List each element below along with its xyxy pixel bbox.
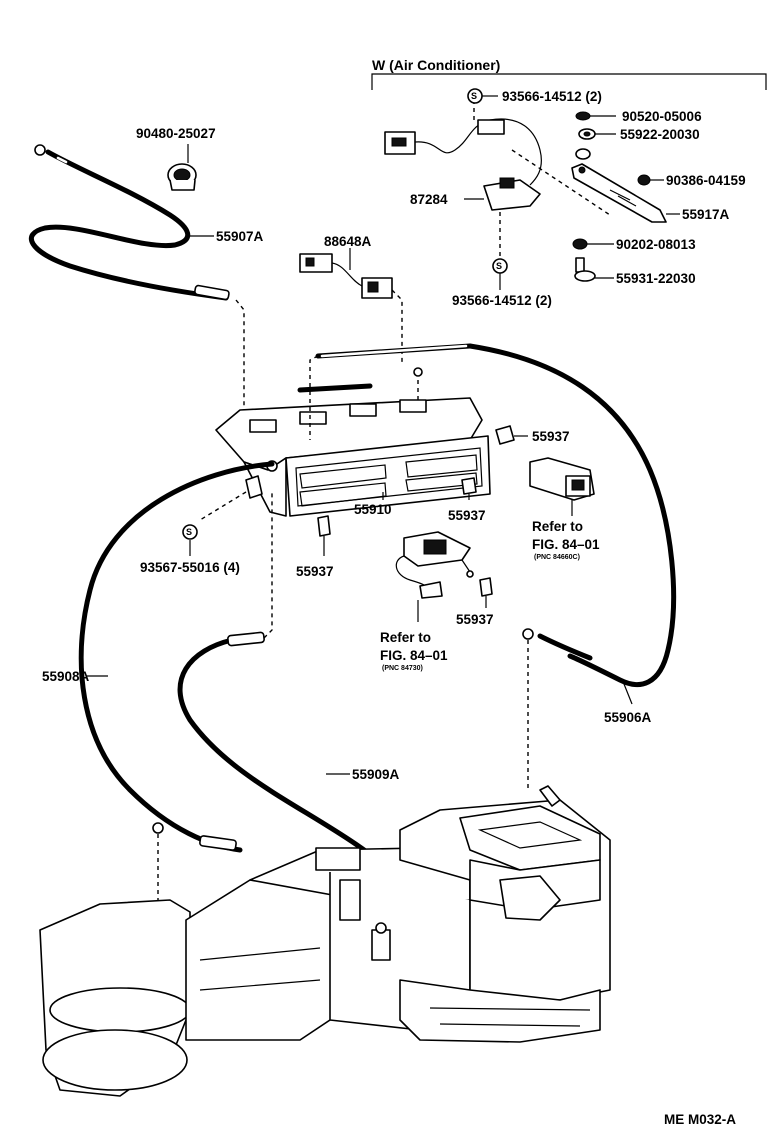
connector-88648A (299, 253, 403, 365)
label-55910: 55910 (354, 502, 392, 517)
footer-drawing-code: ME M032-A (664, 1112, 736, 1127)
heater-unit-assembly (39, 785, 611, 1097)
label-88648A: 88648A (324, 234, 372, 249)
label-pnc-84730: (PNC 84730) (382, 665, 423, 672)
label-refer-to-1: Refer to (532, 519, 583, 534)
label-55937-b: 55937 (448, 508, 486, 523)
bulb-socket-ref-84660C (529, 457, 595, 516)
svg-text:S: S (186, 527, 192, 537)
label-55937-a: 55937 (532, 429, 570, 444)
label-55917A: 55917A (682, 207, 730, 222)
svg-text:S: S (496, 261, 502, 271)
label-93567-55016: 93567-55016 (4) (140, 560, 240, 575)
part-labels: 90480-25027 55907A 88648A 93566-14512 (2… (42, 89, 746, 1127)
leader-lines (86, 95, 680, 775)
label-55909A: 55909A (352, 767, 400, 782)
label-87284: 87284 (410, 192, 448, 207)
ac-section-bracket: W (Air Conditioner) (371, 57, 767, 90)
cable-55908A (78, 461, 275, 900)
label-90386-04159: 90386-04159 (666, 173, 746, 188)
label-55937-c: 55937 (296, 564, 334, 579)
label-55937-d: 55937 (456, 612, 494, 627)
label-93566-14512-bottom: 93566-14512 (2) (452, 293, 552, 308)
section-header: W (Air Conditioner) (372, 57, 500, 73)
svg-text:S: S (471, 91, 477, 101)
label-93566-14512-top: 93566-14512 (2) (502, 89, 602, 104)
cable-55906A (467, 343, 677, 790)
label-90202-08013: 90202-08013 (616, 237, 696, 252)
label-refer-to-2: Refer to (380, 630, 431, 645)
label-55907A: 55907A (216, 229, 264, 244)
label-fig-84-01-1: FIG. 84–01 (532, 537, 600, 552)
hardware-parts: S S S (182, 88, 667, 540)
blower-switch-ref-84730 (395, 531, 474, 622)
grommet-90480 (167, 163, 197, 191)
label-fig-84-01-2: FIG. 84–01 (380, 648, 448, 663)
label-55906A: 55906A (604, 710, 652, 725)
label-90480-25027: 90480-25027 (136, 126, 216, 141)
ac-switch-87284 (384, 96, 611, 258)
cable-55907A (28, 144, 245, 410)
label-90520-05006: 90520-05006 (622, 109, 702, 124)
label-55908A: 55908A (42, 669, 90, 684)
heater-control-panel-55910 (199, 343, 491, 521)
clips-55937 (317, 425, 528, 608)
label-55931-22030: 55931-22030 (616, 271, 696, 286)
label-55922-20030: 55922-20030 (620, 127, 700, 142)
label-pnc-84660c: (PNC 84660C) (534, 554, 580, 561)
